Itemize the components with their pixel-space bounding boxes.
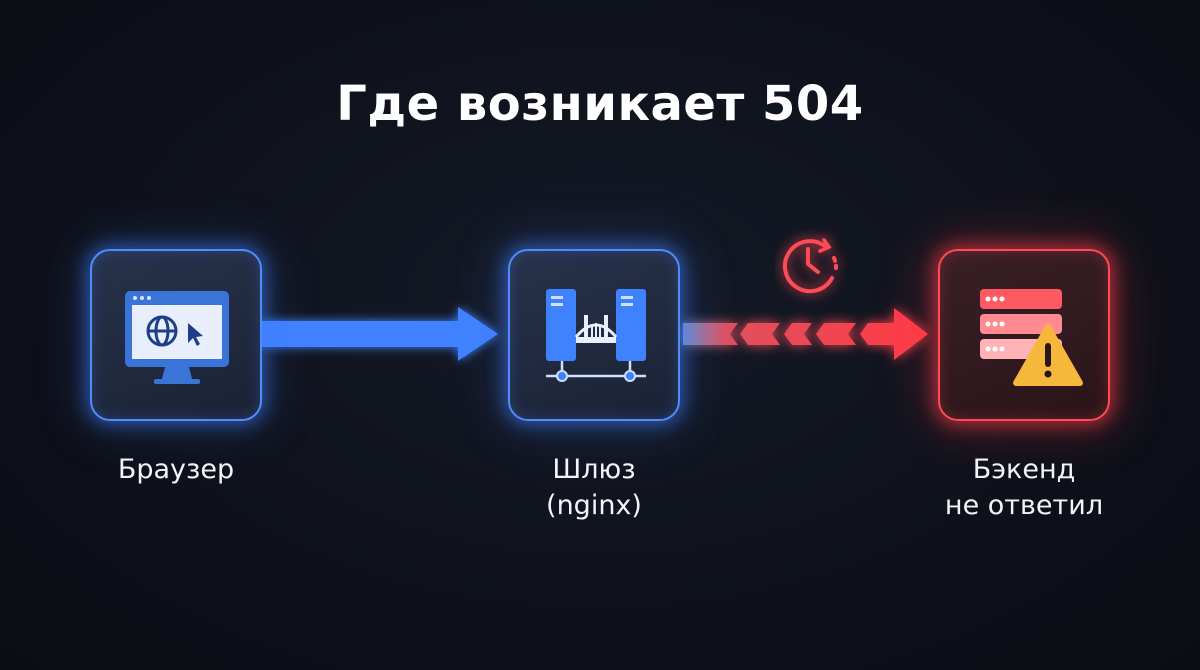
servers-bridge-icon [546, 289, 646, 382]
gateway-label-line2: (nginx) [546, 490, 642, 521]
clock-timeout-icon [782, 238, 839, 294]
gateway-node [508, 249, 680, 421]
browser-label-text: Браузер [117, 454, 235, 485]
browser-window-globe-cursor-icon [125, 291, 229, 384]
page-title: Где возникает 504 [336, 76, 864, 132]
server-stack-warning-icon [980, 289, 1083, 386]
gateway-label-line1: Шлюз [552, 454, 636, 485]
backend-label-line1: Бэкенд [972, 454, 1076, 485]
broken-arrow-gateway-to-backend [683, 308, 928, 360]
backend-label: Бэкенд не ответил [894, 452, 1154, 524]
browser-node [90, 249, 262, 421]
gateway-label: Шлюз (nginx) [464, 452, 724, 524]
backend-label-line2: не ответил [944, 490, 1104, 521]
browser-label: Браузер [46, 452, 306, 488]
backend-node [938, 249, 1110, 421]
arrow-browser-to-gateway [262, 307, 498, 361]
